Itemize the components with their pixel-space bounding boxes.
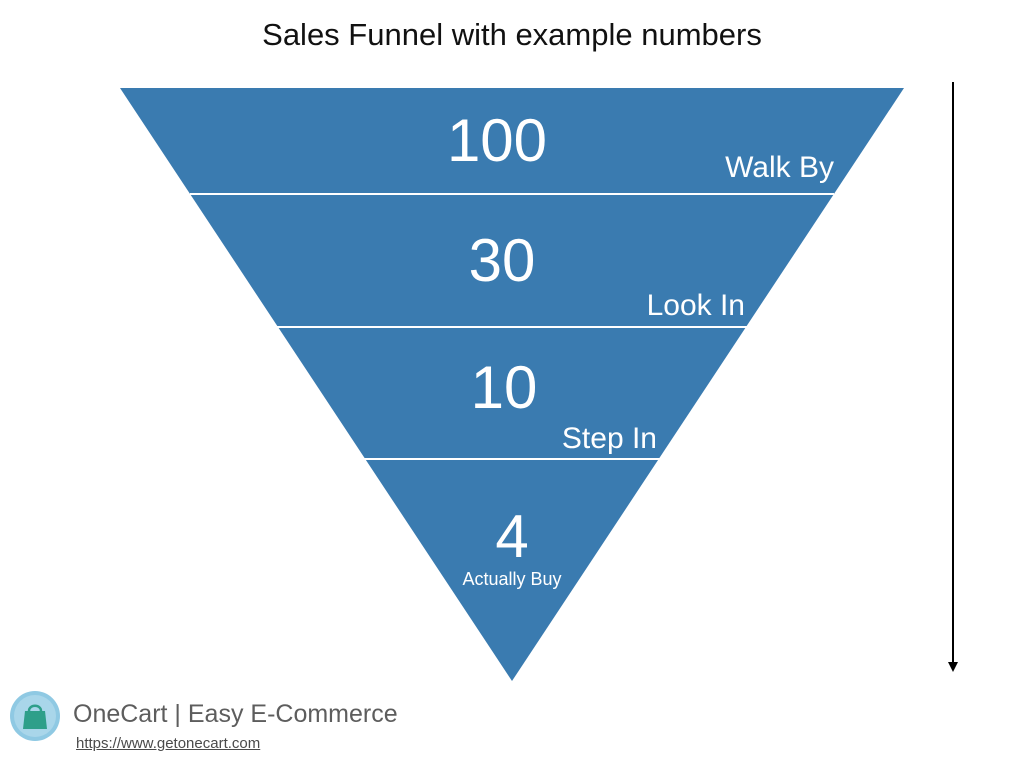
stage-label: Actually Buy [462, 569, 561, 589]
stage-label: Look In [647, 289, 745, 322]
funnel-shape [120, 88, 904, 681]
shopping-bag-icon [10, 691, 60, 741]
stage-value: 100 [447, 107, 547, 174]
page-title: Sales Funnel with example numbers [262, 17, 762, 52]
footer-brand: OneCart | Easy E-Commerce [73, 700, 398, 728]
stage-value: 10 [471, 354, 538, 421]
stage-label: Step In [562, 422, 657, 455]
stage-label: Walk By [725, 151, 834, 184]
stage-value: 30 [469, 227, 536, 294]
stage-value: 4 [495, 503, 528, 570]
footer-url-link[interactable]: https://www.getonecart.com [76, 735, 261, 752]
